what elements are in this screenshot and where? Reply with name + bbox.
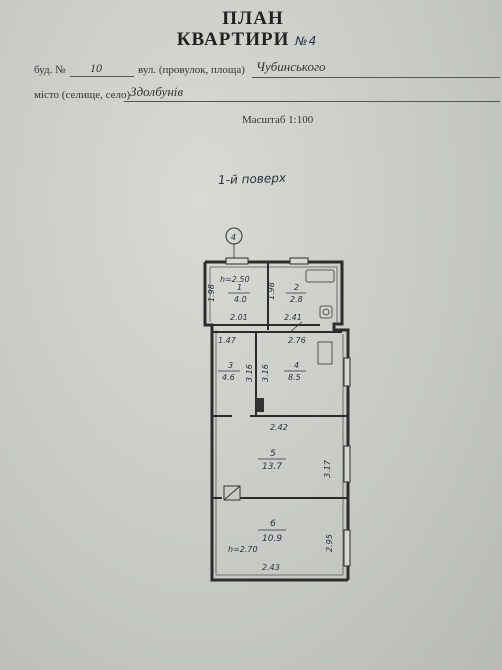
city-underline bbox=[124, 101, 500, 102]
dim-room1-side: 1.98 bbox=[207, 284, 216, 302]
svg-text:4: 4 bbox=[294, 361, 299, 370]
city-label: місто (селище, село) bbox=[34, 89, 131, 101]
dim-room4-top: 2.76 bbox=[288, 336, 306, 345]
dim-room5-top: 2.42 bbox=[270, 423, 288, 432]
dim-room6-side: 2.95 bbox=[325, 534, 334, 552]
room-1-label: 1 4.0 bbox=[228, 283, 250, 304]
svg-text:5: 5 bbox=[270, 449, 276, 459]
page-title-plan: ПЛАН bbox=[222, 8, 284, 29]
svg-text:4.6: 4.6 bbox=[222, 373, 235, 382]
room-3-label: 3 4.6 bbox=[218, 361, 240, 382]
dim-h-bottom: h=2.70 bbox=[228, 545, 258, 554]
dim-room2-side: 1.98 bbox=[267, 282, 276, 300]
stove-icon bbox=[317, 341, 333, 365]
chimney-icon bbox=[256, 398, 264, 412]
building-label: буд. № bbox=[34, 64, 66, 76]
axis-marker-label: 4 bbox=[231, 233, 236, 242]
outer-walls bbox=[203, 260, 350, 582]
room-2-label: 2 2.8 bbox=[286, 283, 306, 304]
city-value: Здолбунів bbox=[130, 84, 184, 99]
street-value: Чубинського bbox=[256, 59, 326, 74]
svg-text:1: 1 bbox=[237, 283, 242, 292]
svg-text:2: 2 bbox=[294, 283, 299, 292]
svg-text:4.0: 4.0 bbox=[234, 295, 247, 304]
building-underline bbox=[70, 76, 134, 77]
windows bbox=[225, 257, 351, 567]
svg-text:2.8: 2.8 bbox=[290, 295, 303, 304]
heater-icon bbox=[223, 485, 241, 501]
dim-room5-side: 3.17 bbox=[323, 459, 332, 478]
dim-room2-width: 2.41 bbox=[284, 313, 302, 322]
scale-text: Масштаб 1:100 bbox=[242, 114, 314, 126]
dim-room3-side: 3.16 bbox=[245, 364, 254, 382]
dim-room1-width: 2.01 bbox=[230, 313, 248, 322]
street-underline bbox=[252, 77, 500, 78]
page-title-apartment: КВАРТИРИ №4 bbox=[0, 29, 498, 51]
svg-text:10.9: 10.9 bbox=[262, 534, 282, 544]
room-4-label: 4 8.5 bbox=[284, 361, 306, 382]
partitions bbox=[205, 262, 348, 499]
inner-wall-lines bbox=[209, 266, 344, 576]
svg-text:13.7: 13.7 bbox=[262, 462, 282, 472]
svg-text:3: 3 bbox=[228, 361, 233, 370]
svg-text:8.5: 8.5 bbox=[288, 373, 301, 382]
dim-room6-bottom: 2.43 bbox=[262, 563, 280, 572]
dim-h-top: h=2.50 bbox=[220, 275, 250, 284]
dim-room4-side: 3.16 bbox=[261, 364, 270, 382]
room-6-label: 6 10.9 bbox=[258, 519, 286, 544]
title-apartment-word: КВАРТИРИ bbox=[176, 29, 290, 50]
street-label: вул. (провулок, площа) bbox=[138, 64, 245, 76]
bathtub-icon bbox=[305, 269, 335, 319]
dim-corridor-left: 1.47 bbox=[218, 336, 237, 345]
svg-text:6: 6 bbox=[270, 519, 276, 529]
building-number: 10 bbox=[90, 61, 102, 75]
room-5-label: 5 13.7 bbox=[258, 449, 286, 472]
apartment-number: №4 bbox=[295, 34, 318, 48]
